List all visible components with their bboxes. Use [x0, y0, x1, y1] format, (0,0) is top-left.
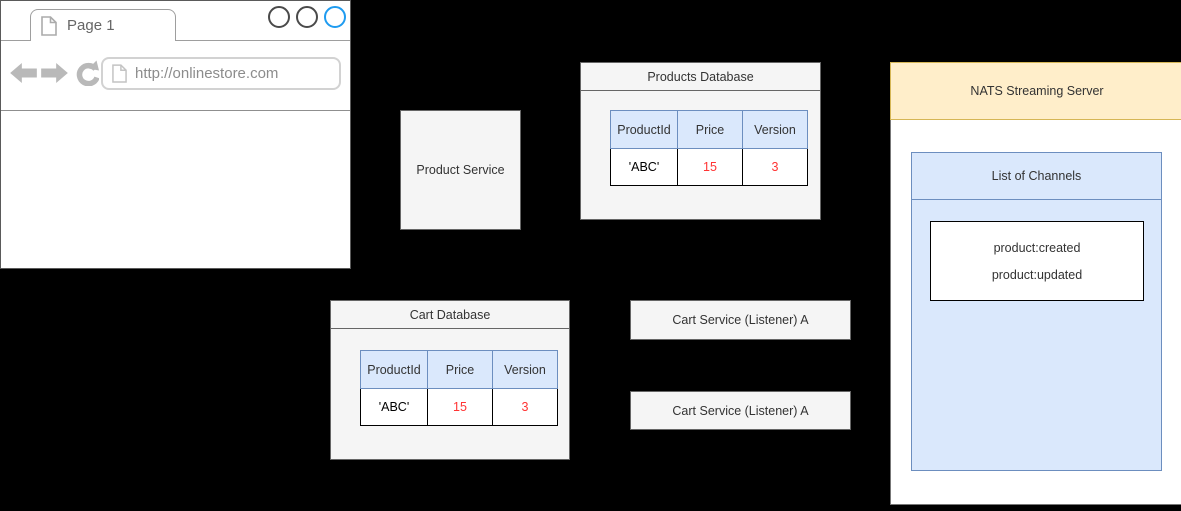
- column-header: Price: [427, 350, 493, 389]
- column-header: Version: [742, 110, 808, 149]
- cart-database-title: Cart Database: [331, 301, 569, 329]
- column-header: ProductId: [360, 350, 428, 389]
- browser-window: Page 1: [0, 0, 351, 269]
- page-icon: [41, 15, 57, 36]
- address-bar-url: http://onlinestore.com: [135, 65, 279, 82]
- products-database-title: Products Database: [581, 63, 820, 91]
- column-header: Price: [677, 110, 743, 149]
- page-icon: [112, 64, 127, 83]
- table-header-row: ProductId Price Version: [610, 110, 808, 149]
- browser-toolbar: http://onlinestore.com: [1, 41, 350, 111]
- products-database-node: Products Database ProductId Price Versio…: [580, 62, 821, 220]
- cell-version: 3: [742, 148, 808, 186]
- channels-panel: List of Channels product:created product…: [911, 152, 1162, 471]
- browser-tabbar: Page 1: [1, 1, 350, 41]
- back-button-icon[interactable]: [10, 63, 37, 88]
- product-service-label: Product Service: [416, 163, 505, 177]
- channel-item: product:created: [993, 240, 1081, 255]
- window-controls: [268, 6, 346, 28]
- window-control-circle[interactable]: [296, 6, 318, 28]
- browser-tab[interactable]: Page 1: [30, 9, 176, 41]
- cart-service-label: Cart Service (Listener) A: [672, 403, 809, 418]
- product-service-node: Product Service: [400, 110, 521, 230]
- cell-price: 15: [677, 148, 743, 186]
- column-header: Version: [492, 350, 558, 389]
- table-header-row: ProductId Price Version: [360, 350, 558, 389]
- cart-service-label: Cart Service (Listener) A: [672, 313, 809, 327]
- cart-service-listener-node-1: Cart Service (Listener) A: [630, 300, 851, 340]
- table-row: 'ABC' 15 3: [610, 148, 808, 186]
- channels-list-box: product:created product:updated: [930, 221, 1144, 301]
- cart-database-node: Cart Database ProductId Price Version 'A…: [330, 300, 570, 460]
- nats-server-header: NATS Streaming Server: [890, 62, 1181, 120]
- channels-panel-title: List of Channels: [912, 153, 1161, 200]
- refresh-button-icon[interactable]: [75, 60, 100, 91]
- cell-productid: 'ABC': [610, 148, 678, 186]
- cell-version: 3: [492, 388, 558, 426]
- cart-service-listener-node-2: Cart Service (Listener) A: [630, 391, 851, 430]
- column-header: ProductId: [610, 110, 678, 149]
- cell-productid: 'ABC': [360, 388, 428, 426]
- address-bar[interactable]: http://onlinestore.com: [101, 57, 341, 90]
- table-row: 'ABC' 15 3: [360, 388, 558, 426]
- cart-database-table: ProductId Price Version 'ABC' 15 3: [360, 350, 558, 426]
- tab-title: Page 1: [67, 17, 115, 34]
- window-control-circle[interactable]: [268, 6, 290, 28]
- nats-server-title: NATS Streaming Server: [970, 84, 1104, 98]
- window-control-circle-active[interactable]: [324, 6, 346, 28]
- forward-button-icon[interactable]: [41, 63, 68, 88]
- cell-price: 15: [427, 388, 493, 426]
- channel-item: product:updated: [991, 267, 1083, 282]
- products-database-table: ProductId Price Version 'ABC' 15 3: [610, 110, 808, 186]
